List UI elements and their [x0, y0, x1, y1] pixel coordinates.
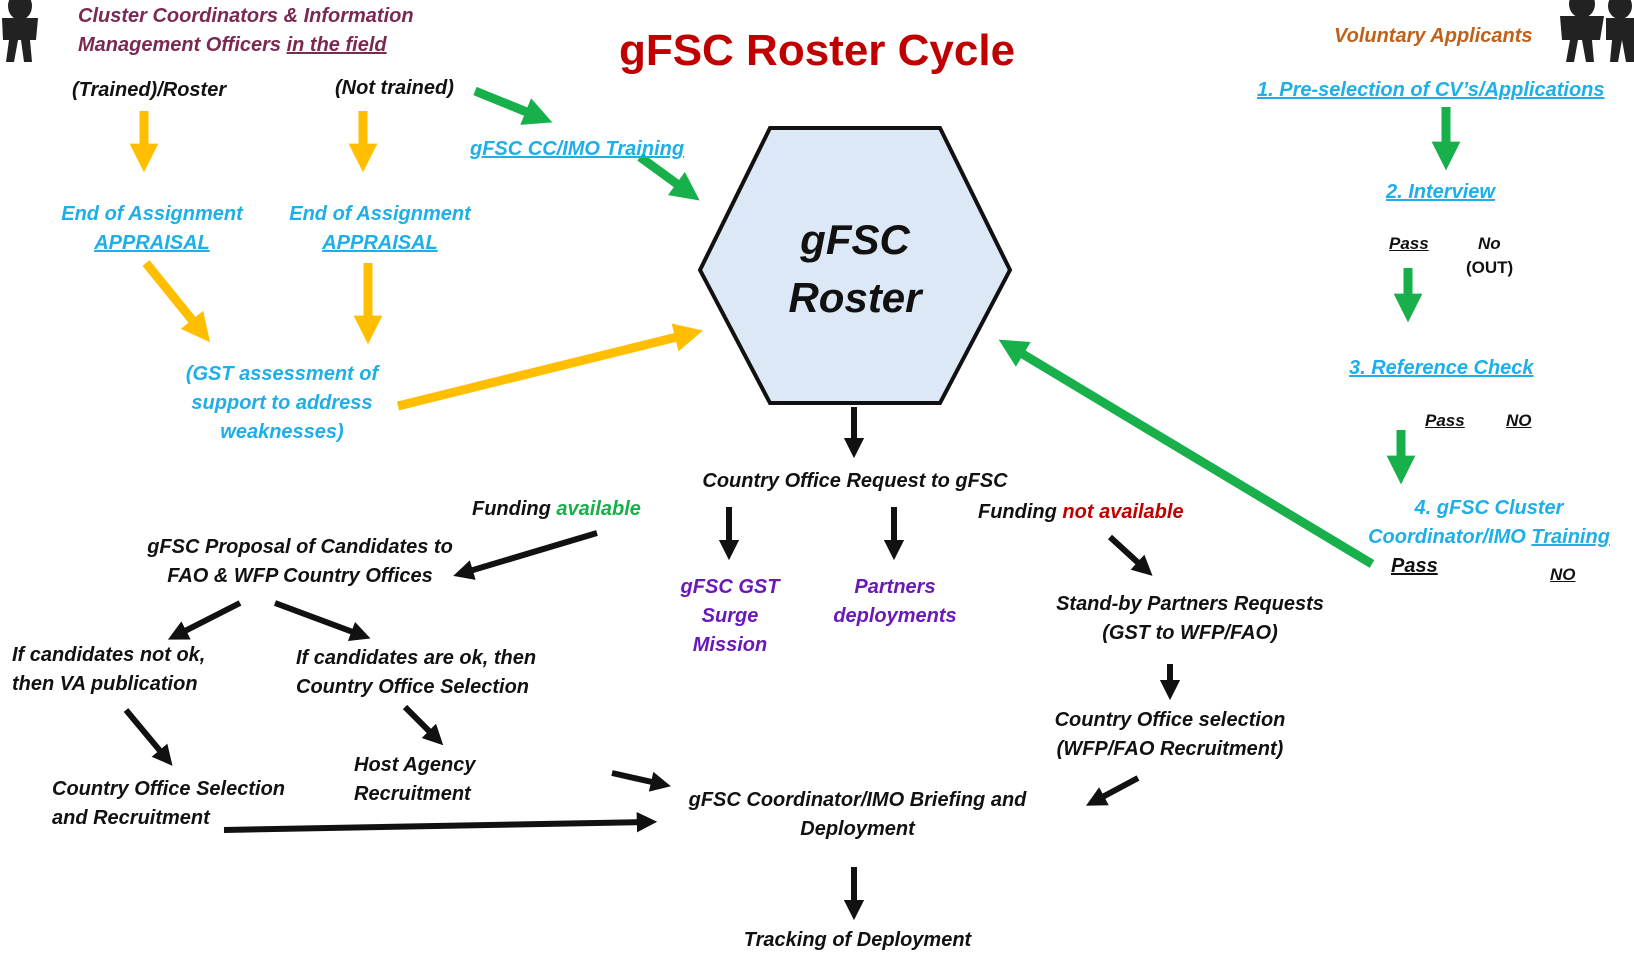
host-agency-recruitment: Host Agency Recruitment [354, 751, 476, 809]
arrow-eoa1-to-gst [142, 260, 211, 343]
pass-label-2: Pass [1425, 411, 1465, 430]
arrow-proposal-to-ok [273, 600, 371, 642]
roster-hexagon [697, 126, 1013, 405]
funding-available: Funding available [472, 495, 641, 524]
step3-reference-check: 3. Reference Check [1349, 357, 1534, 379]
funding-not-available-value: not available [1062, 501, 1184, 523]
host-line1: Host Agency [354, 754, 476, 776]
partners-line2: deployments [833, 605, 957, 627]
step4-line2-a: Coordinator/IMO [1368, 526, 1532, 548]
notok-line2: then VA publication [12, 673, 198, 695]
arrow-nottrained-to-training [473, 86, 553, 125]
step4-line1: 4. gFSC Cluster [1414, 497, 1564, 519]
arrow-gst-to-roster [396, 323, 703, 411]
arrow-host-to-briefing [611, 770, 671, 792]
arrow-notavailable-to-standby [1107, 534, 1153, 576]
partners-deployments: Partners deployments [815, 573, 975, 631]
silhouette-group-icon [1560, 0, 1634, 62]
step4-line2-b: Training [1531, 526, 1610, 548]
gst-surge-mission: gFSC GST Surge Mission [660, 573, 800, 660]
step1-preselection: 1. Pre-selection of CV’s/Applications [1257, 79, 1605, 101]
arrow-cosel-to-briefing [1086, 775, 1140, 806]
no-label-1: No [1478, 234, 1501, 253]
left-group-line1: Cluster Coordinators & Information [78, 5, 414, 27]
left-group-line2: Management Officers in the field [78, 31, 414, 60]
country-office-selection-wfp-fao: Country Office selection (WFP/FAO Recrui… [1035, 706, 1305, 764]
gst-line2: support to address [191, 392, 373, 414]
cosel-line2: (WFP/FAO Recruitment) [1056, 738, 1284, 760]
candidates-ok: If candidates are ok, then Country Offic… [296, 644, 536, 702]
gst-surge-line1: gFSC GST [680, 576, 780, 598]
notok-line1: If candidates not ok, [12, 644, 206, 666]
left-group-line2-b: in the field [286, 34, 387, 56]
arrow-step4-to-roster [998, 339, 1375, 568]
ok-line1: If candidates are ok, then [296, 647, 537, 669]
left-group-header: Cluster Coordinators & Information Manag… [78, 2, 414, 60]
green-arrows [473, 86, 1461, 568]
step4-line2: Coordinator/IMO Training [1355, 523, 1623, 552]
trained-roster-label: (Trained)/Roster [72, 79, 227, 101]
proposal-line2: FAO & WFP Country Offices [167, 565, 433, 587]
cos-line1: Country Office Selection [52, 778, 286, 800]
arrow-cos-to-briefing [223, 811, 658, 833]
briefing-line1: gFSC Coordinator/IMO Briefing and [688, 789, 1027, 811]
tracking-of-deployment: Tracking of Deployment [743, 929, 972, 951]
not-trained-label: (Not trained) [335, 77, 454, 99]
arrow-proposal-to-notok [167, 600, 242, 640]
candidates-not-ok: If candidates not ok, then VA publicatio… [12, 641, 205, 699]
no-label-3: NO [1550, 565, 1576, 584]
country-office-request: Country Office Request to gFSC [702, 470, 1008, 492]
gst-assessment: (GST assessment of support to address we… [172, 360, 392, 447]
yellow-arrows [129, 111, 703, 411]
proposal-line1: gFSC Proposal of Candidates to [147, 536, 453, 558]
eoa-appraisal-1: End of Assignment APPRAISAL [52, 200, 252, 258]
ok-line2: Country Office Selection [296, 676, 530, 698]
right-group-header: Voluntary Applicants [1334, 25, 1533, 47]
pass-label-3: Pass [1391, 555, 1438, 577]
standby-line1: Stand-by Partners Requests [1056, 593, 1324, 615]
briefing-line2: Deployment [800, 818, 915, 840]
funding-available-value: available [556, 498, 641, 520]
black-arrows [123, 407, 1181, 921]
arrow-training-to-roster [637, 153, 700, 201]
partners-line1: Partners [854, 576, 936, 598]
gst-surge-line2: Surge [701, 605, 759, 627]
cc-imo-training-label: gFSC CC/IMO Training [470, 138, 685, 160]
gst-line1: (GST assessment of [185, 363, 379, 385]
eoa1-line2: APPRAISAL [94, 232, 210, 254]
step2-interview: 2. Interview [1386, 181, 1495, 203]
gfsc-proposal: gFSC Proposal of Candidates to FAO & WFP… [130, 533, 470, 591]
host-line2: Recruitment [354, 783, 471, 805]
arrow-notok-to-cos [123, 708, 173, 766]
diagram-title: gFSC Roster Cycle [618, 26, 1016, 75]
standby-partners-requests: Stand-by Partners Requests (GST to WFP/F… [1040, 590, 1340, 648]
standby-line2: (GST to WFP/FAO) [1102, 622, 1278, 644]
gst-surge-line3: Mission [692, 634, 768, 656]
briefing-deployment: gFSC Coordinator/IMO Briefing and Deploy… [670, 786, 1045, 844]
cos-line2: and Recruitment [52, 807, 210, 829]
funding-available-label: Funding [472, 498, 557, 520]
left-group-line2-a: Management Officers [78, 34, 287, 56]
eoa2-line2: APPRAISAL [322, 232, 438, 254]
arrow-ok-to-host [402, 704, 444, 746]
eoa1-line1: End of Assignment [61, 203, 243, 225]
gst-line3: weaknesses) [220, 421, 344, 443]
pass-label-1: Pass [1389, 234, 1429, 253]
eoa2-line1: End of Assignment [289, 203, 471, 225]
country-office-selection-recruitment: Country Office Selection and Recruitment [52, 775, 285, 833]
eoa-appraisal-2: End of Assignment APPRAISAL [280, 200, 480, 258]
funding-not-available: Funding not available [978, 498, 1184, 527]
step4-cluster-training: 4. gFSC Cluster Coordinator/IMO Training [1355, 494, 1623, 552]
cosel-line1: Country Office selection [1054, 709, 1286, 731]
hex-label-line2: Roster [788, 274, 922, 321]
no-label-2: NO [1506, 411, 1532, 430]
funding-not-available-label: Funding [978, 501, 1063, 523]
out-label: (OUT) [1466, 258, 1514, 277]
silhouette-person-icon [2, 0, 38, 62]
arrow-funding-to-proposal [453, 530, 598, 580]
hex-label-line1: gFSC [800, 216, 910, 263]
